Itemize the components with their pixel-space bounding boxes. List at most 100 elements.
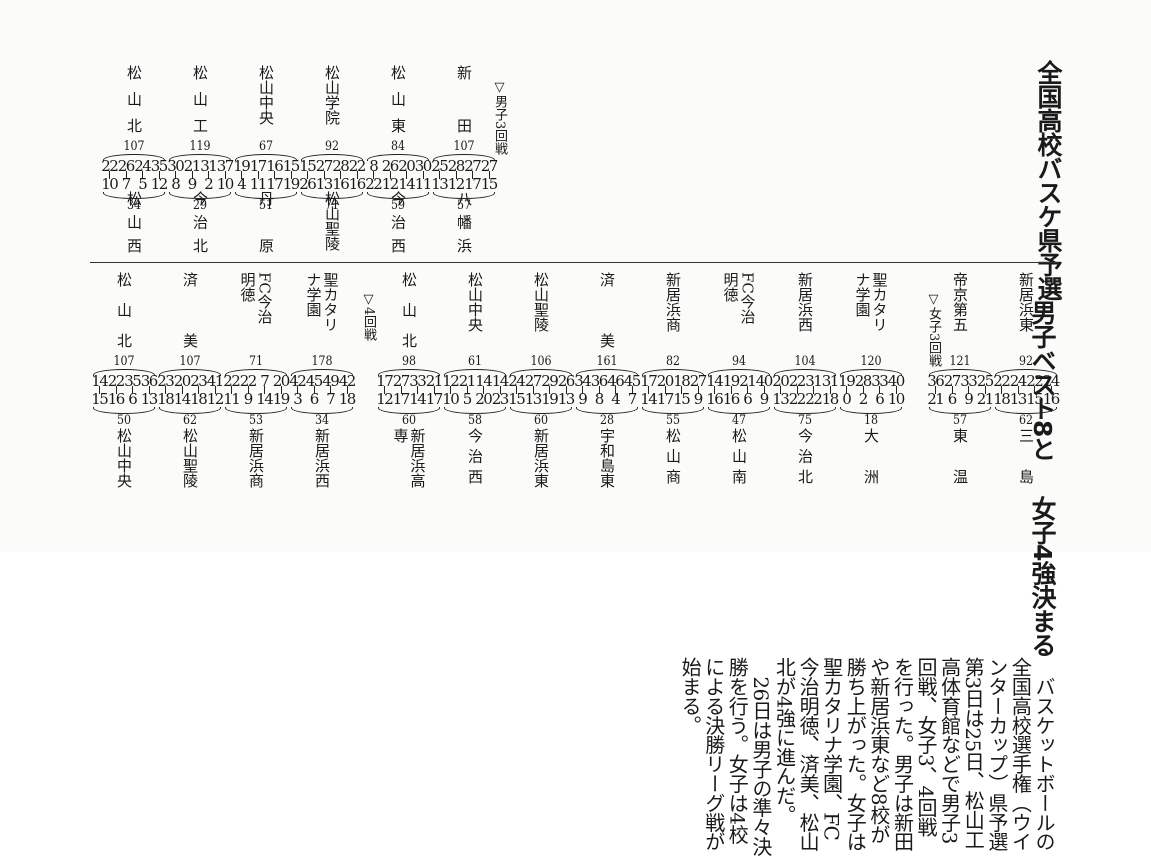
team-name: 聖カタリ [870, 272, 889, 332]
quarter-score: 42 [338, 372, 357, 390]
tick [448, 171, 465, 179]
quarter-ticks [167, 171, 233, 179]
quarter-score: 13 [140, 390, 159, 408]
tick [207, 386, 224, 394]
bottom-team-total: 62 [182, 413, 198, 428]
team-name: 済美 [181, 272, 199, 348]
quarter-score: 17 [464, 175, 482, 193]
team-name: 明徳 [238, 272, 257, 302]
quarter-score: 14 [491, 372, 510, 390]
article-line: を行った。男子は新田 [890, 656, 915, 851]
bottom-team-total: 75 [797, 413, 813, 428]
quarter-ticks [706, 386, 772, 394]
quarter-score: 25 [976, 372, 995, 390]
quarter-score: 19 [233, 157, 251, 175]
team-name: 大洲 [862, 428, 880, 484]
quarter-score: 7 [627, 390, 638, 408]
quarter-score: 27 [524, 372, 543, 390]
article-body: バスケットボールの全国高校選手権（ウインターカップ）県予選第3日は25日、松山工… [678, 657, 1056, 856]
quarter-score: 6 [128, 390, 138, 408]
quarter-score: 21 [425, 372, 444, 390]
quarter-ticks [838, 386, 904, 394]
quarter-score: 16 [107, 390, 126, 408]
quarter-score: 37 [216, 157, 235, 175]
quarter-score: 33 [409, 372, 427, 390]
quarter-score: 12 [447, 175, 466, 193]
tick [739, 386, 756, 394]
bottom-team-total: 28 [599, 413, 615, 428]
top-team-name: FC今治明徳 [223, 272, 289, 352]
quarter-score: 10 [442, 390, 460, 408]
tick [855, 386, 872, 394]
top-team-total: 161 [596, 354, 618, 369]
quarter-score: 24 [1009, 372, 1028, 390]
top-team-total: 107 [453, 139, 475, 154]
bottom-team-name: 松山中央 [91, 428, 157, 488]
bottom-team-total: 34 [314, 413, 330, 428]
tick [289, 386, 306, 394]
quarter-score: 28 [854, 372, 873, 390]
top-team-total: 119 [189, 139, 211, 154]
quarter-score: 21 [976, 390, 995, 408]
bottom-team-name: 新居浜東 [508, 428, 574, 488]
newspaper-clipping: 全国高校バスケ県予選 男子ベスト8と 女子4強決まる バスケットボールの全国高校… [90, 60, 1063, 856]
quarter-ticks [223, 386, 289, 394]
bottom-team-name: 東温 [927, 428, 993, 486]
quarter-score: 15 [91, 390, 109, 408]
tick [174, 386, 191, 394]
quarter-score: 9 [578, 390, 588, 408]
top-team-total: 71 [248, 354, 264, 369]
quarter-score: 20 [173, 372, 192, 390]
tick [157, 386, 174, 394]
quarter-score: 10 [887, 390, 906, 408]
team-name: 新居浜商 [664, 272, 682, 332]
article-line: 26日は男子の準々決 [748, 656, 773, 856]
top-team-total: 92 [1018, 354, 1034, 369]
quarter-score: 2 [204, 175, 214, 193]
divider [90, 262, 1059, 263]
quarter-score: 22 [993, 372, 1011, 390]
team-name: 松山北 [115, 272, 133, 348]
quarter-score: 31 [821, 372, 840, 390]
quarter-score: 27 [464, 157, 482, 175]
section-label-girls-round3: ▽女子3回戦 [926, 292, 941, 368]
quarter-score: 13 [315, 175, 334, 193]
tick [525, 386, 542, 394]
top-team-name: 松山工 [167, 65, 233, 137]
top-team-name: 聖カタリナ学園 [838, 272, 904, 352]
bottom-team-total: 57 [456, 198, 472, 213]
quarter-score: 11 [249, 175, 268, 193]
tick [266, 171, 283, 179]
quarter-score: 13 [772, 390, 790, 408]
quarter-score: 15 [282, 157, 301, 175]
quarter-score: 20 [656, 372, 675, 390]
quarter-score: 36 [927, 372, 945, 390]
team-name: 松山中央 [466, 272, 484, 332]
tick [200, 171, 217, 179]
quarter-score: 9 [759, 390, 770, 408]
team-name: 東温 [951, 428, 969, 484]
tick [657, 386, 674, 394]
team-name: 松山聖陵 [181, 428, 199, 488]
top-team-name: 済美 [574, 272, 640, 352]
quarter-ticks [993, 386, 1059, 394]
quarter-score: 17 [392, 390, 411, 408]
quarter-score: 12 [376, 390, 394, 408]
team-name: 新居浜西 [796, 272, 814, 332]
tick [141, 386, 158, 394]
quarter-ticks [431, 171, 497, 179]
top-team-name: 松山北 [101, 65, 167, 137]
quarter-score: 8 [594, 390, 605, 408]
tick [960, 386, 977, 394]
team-name: 専 [391, 428, 410, 443]
